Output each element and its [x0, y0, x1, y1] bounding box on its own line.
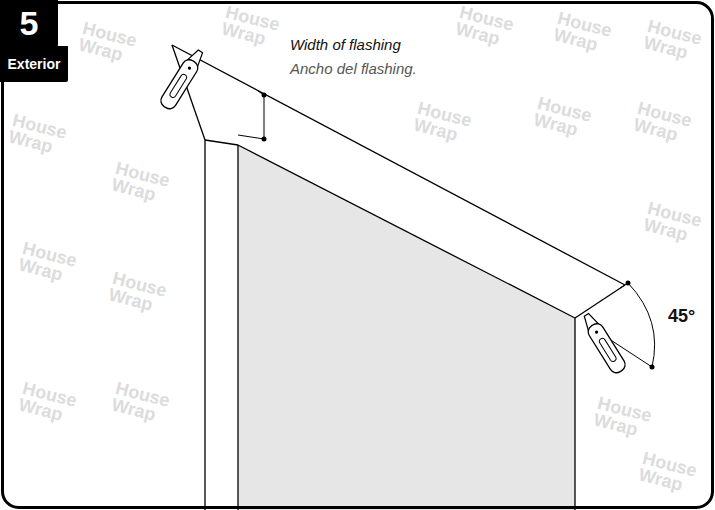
node-text: Exterior — [8, 56, 61, 72]
frame-lines — [172, 45, 625, 510]
watermark: House Wrap — [220, 4, 279, 50]
angle-dot — [650, 365, 655, 370]
watermark: House Wrap — [17, 240, 76, 286]
watermark: House Wrap — [7, 112, 66, 158]
watermark: House Wrap — [592, 395, 651, 441]
dimension-line — [238, 91, 264, 139]
watermark: House Wrap — [637, 450, 696, 496]
window-pane — [238, 145, 575, 510]
angle-dot — [626, 281, 631, 286]
dimension-dot — [262, 137, 267, 142]
dimension-label: Width of flashing — [290, 36, 401, 53]
watermark: House Wrap — [552, 10, 611, 56]
angle-label: 45° — [668, 306, 695, 327]
dimension-label: Ancho del flashing. — [290, 60, 417, 77]
step-number: 5 — [0, 0, 58, 47]
dimension-dot — [262, 93, 267, 98]
watermark: House Wrap — [17, 380, 76, 426]
watermark: House Wrap — [77, 20, 136, 66]
watermark: House Wrap — [412, 100, 471, 146]
watermark: House Wrap — [642, 200, 701, 246]
panel-border — [3, 3, 713, 508]
watermark: House Wrap — [454, 4, 513, 50]
node-text: 5 — [20, 4, 39, 43]
watermark: House Wrap — [110, 160, 169, 206]
watermark: House Wrap — [107, 270, 166, 316]
watermark: House Wrap — [632, 100, 691, 146]
utility-knife — [158, 47, 207, 111]
utility-knife — [579, 311, 628, 375]
side-tag: Exterior — [0, 46, 68, 82]
watermark: House Wrap — [110, 380, 169, 426]
watermark: House Wrap — [532, 95, 591, 141]
watermark: House Wrap — [642, 18, 701, 64]
